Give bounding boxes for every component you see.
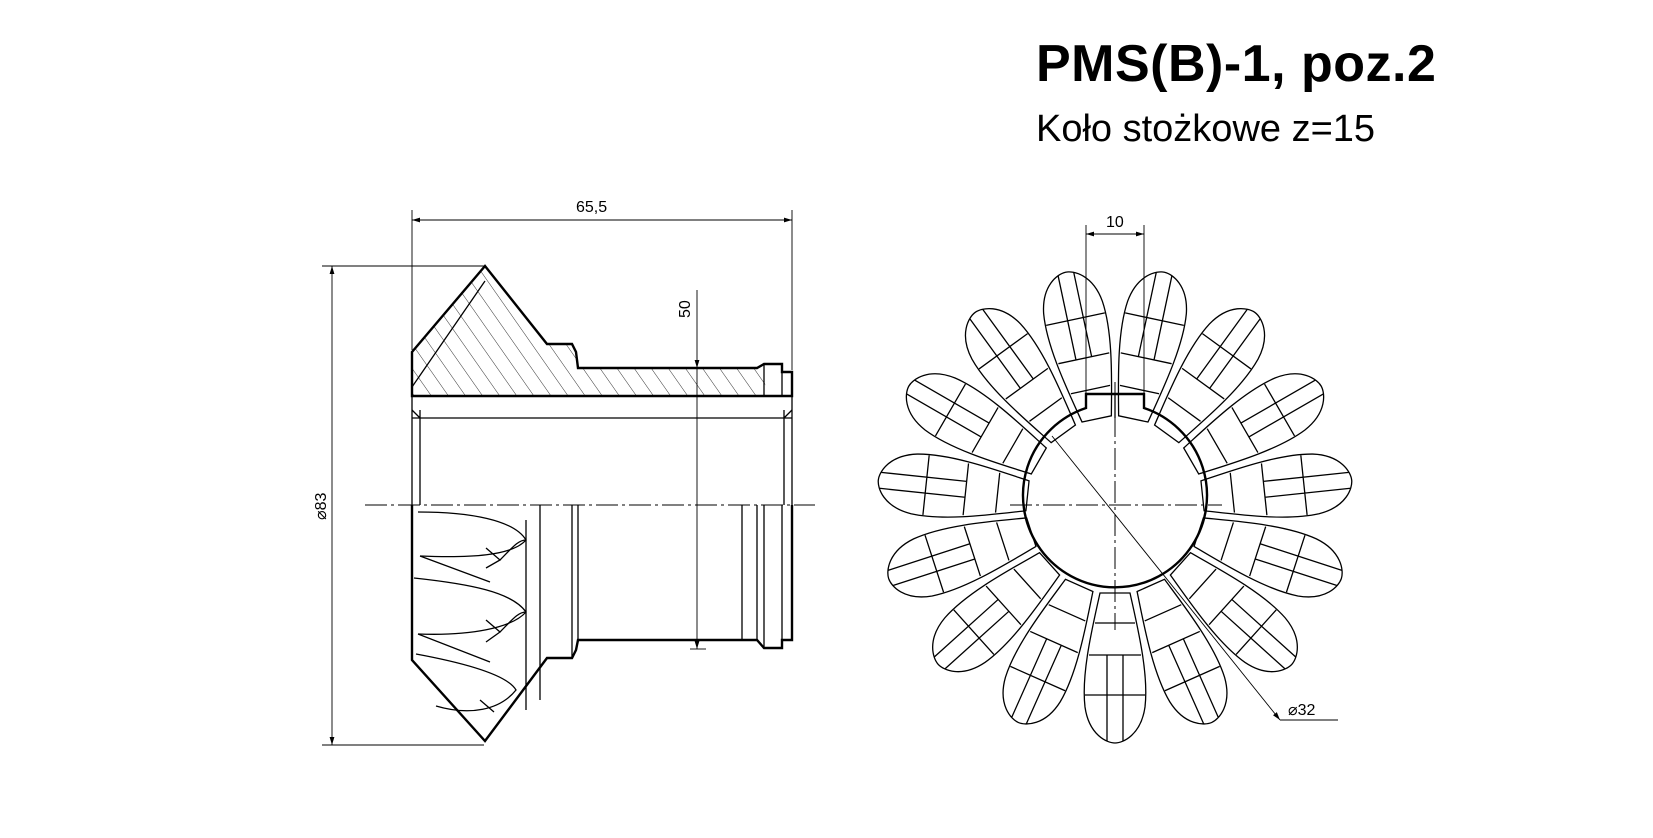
gear-tooth xyxy=(1002,578,1094,725)
gear-tooth xyxy=(1200,453,1353,518)
gear-tooth xyxy=(964,308,1077,444)
outer-diameter-symbol: ⌀ xyxy=(313,510,330,520)
dim-outer-diameter: ⌀83 xyxy=(313,265,484,746)
lower-outline xyxy=(410,505,794,743)
bore-chamfer xyxy=(411,409,793,505)
bore-back xyxy=(411,396,793,505)
svg-text:⌀83: ⌀83 xyxy=(313,492,330,520)
gear-tooth xyxy=(877,453,1030,518)
bore-diameter-symbol: ⌀ xyxy=(1288,702,1298,719)
gear-tooth xyxy=(1193,517,1343,598)
front-view: 10 ⌀32 xyxy=(877,214,1353,744)
dim-hub-diameter: 50 xyxy=(677,290,706,650)
gear-tooth xyxy=(905,373,1048,475)
upper-outline xyxy=(410,264,794,398)
outer-diameter-label: 83 xyxy=(313,492,330,510)
hub-bottom-grooves xyxy=(571,505,783,658)
tooth-root-line xyxy=(411,280,486,388)
gear-teeth xyxy=(877,271,1353,744)
gear-tooth xyxy=(1043,271,1113,423)
bore-with-keyway xyxy=(1021,392,1209,589)
gear-tooth xyxy=(1117,271,1187,423)
bore-diameter-label: 32 xyxy=(1298,702,1316,719)
side-view: 65,5 ⌀83 50 xyxy=(313,199,815,746)
gear-tooth xyxy=(1153,308,1266,444)
hub-groove xyxy=(763,364,783,396)
drawing-title: PMS(B)-1, poz.2 xyxy=(1036,35,1437,93)
overall-length-label: 65,5 xyxy=(576,199,607,216)
gear-tooth xyxy=(932,551,1061,673)
keyway-width-label: 10 xyxy=(1106,214,1124,231)
gear-tooth xyxy=(1136,578,1228,725)
gear-tooth xyxy=(1169,551,1298,673)
dim-overall-length: 65,5 xyxy=(411,199,793,370)
gear-tooth xyxy=(887,517,1037,598)
hub-diameter-label: 50 xyxy=(677,300,694,318)
dim-keyway-width: 10 xyxy=(1085,214,1145,394)
drawing-subtitle: Koło stożkowe z=15 xyxy=(1036,108,1376,150)
side-teeth xyxy=(413,505,541,713)
dim-bore-diameter: ⌀32 xyxy=(1051,435,1338,721)
svg-text:⌀32: ⌀32 xyxy=(1288,702,1316,719)
gear-tooth xyxy=(1182,373,1325,475)
section-hatch xyxy=(412,266,766,396)
